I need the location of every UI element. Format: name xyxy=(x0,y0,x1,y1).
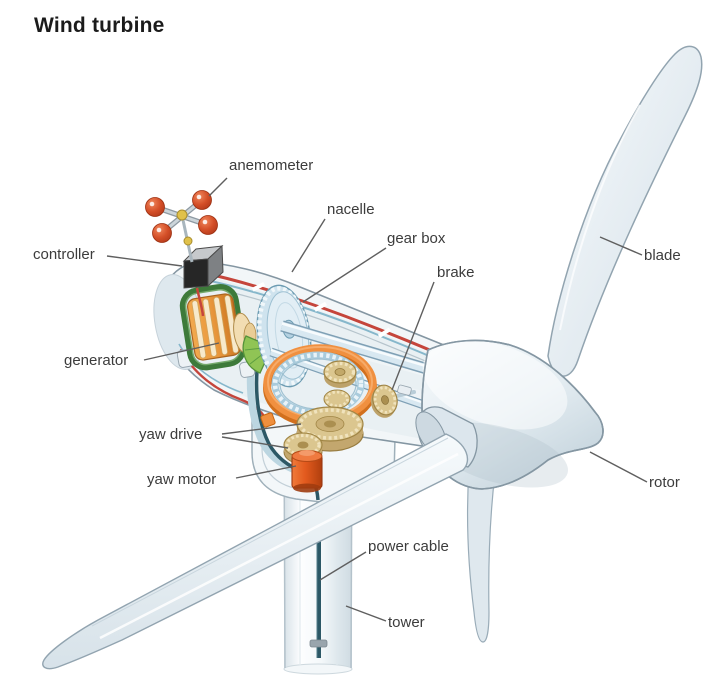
leader-lines xyxy=(106,177,648,622)
rotor-hub xyxy=(415,339,604,490)
label-blade: blade xyxy=(644,247,681,264)
label-gear-box: gear box xyxy=(387,230,446,247)
controller-figure xyxy=(182,244,224,317)
blade-lower xyxy=(42,433,469,670)
leader-yaw-drive-1 xyxy=(221,423,302,435)
label-anemometer: anemometer xyxy=(229,157,314,174)
leader-controller xyxy=(106,255,183,267)
generator-figure xyxy=(176,283,257,378)
anemometer-cups xyxy=(145,190,218,243)
label-controller: controller xyxy=(33,246,95,263)
leader-rotor xyxy=(589,451,648,483)
label-power-cable: power cable xyxy=(368,538,449,555)
blade-rear xyxy=(467,467,496,643)
label-yaw-motor: yaw motor xyxy=(147,471,217,488)
leader-generator xyxy=(143,342,220,361)
label-brake: brake xyxy=(437,264,475,281)
leader-power-cable xyxy=(319,551,367,581)
leader-anemometer xyxy=(208,177,228,197)
shaft-gear xyxy=(323,360,357,388)
leader-yaw-drive-2 xyxy=(221,436,289,449)
label-yaw-drive: yaw drive xyxy=(139,426,203,443)
blade-upper xyxy=(547,45,703,377)
leader-yaw-motor xyxy=(235,465,297,479)
label-rotor: rotor xyxy=(649,474,680,491)
anemometer-figure xyxy=(145,190,218,263)
leader-nacelle xyxy=(291,218,326,273)
leader-blade xyxy=(599,236,643,256)
leader-tower xyxy=(345,605,387,622)
label-tower: tower xyxy=(388,614,425,631)
yaw-motor-figure xyxy=(291,450,323,493)
leader-gear-box xyxy=(302,247,387,303)
page-title: Wind turbine xyxy=(34,14,165,37)
label-nacelle: nacelle xyxy=(327,201,375,218)
leader-brake xyxy=(391,281,435,391)
brake-disc xyxy=(370,384,416,418)
label-generator: generator xyxy=(64,352,129,369)
